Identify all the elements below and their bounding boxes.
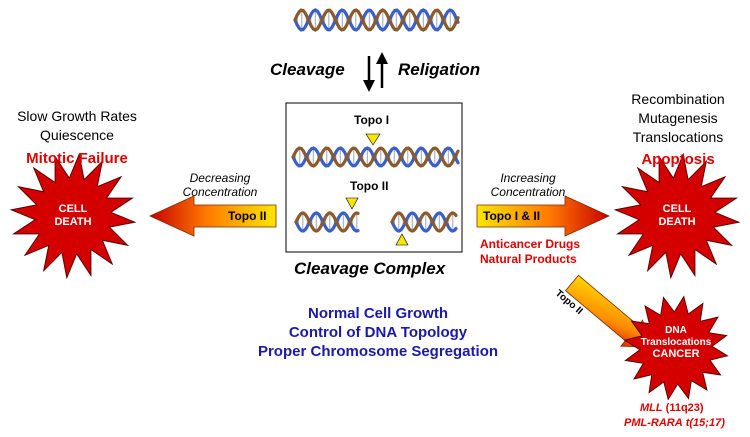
- bottom-text-topology: Control of DNA Topology: [288, 324, 468, 341]
- natural-products-label: Natural Products: [480, 252, 577, 266]
- right-burst-line2: DEATH: [658, 215, 696, 228]
- right-text-apoptosis: Apoptosis: [641, 151, 715, 168]
- burst-right-icon: [613, 152, 741, 280]
- dna-helix-topo2-left: [294, 211, 360, 233]
- dna-helix-top: [293, 8, 460, 32]
- right-arrow: [476, 195, 610, 237]
- burst-left-icon: [9, 152, 137, 280]
- right-burst-line1: CELL: [662, 203, 692, 215]
- gene-pml-rara-label: PML-RARA t(15;17): [624, 417, 725, 430]
- topo1-label: Topo I: [354, 113, 390, 127]
- left-text-quiescence: Quiescence: [40, 127, 114, 143]
- left-text-slow-growth: Slow Growth Rates: [17, 108, 137, 124]
- right-text-recombination: Recombination: [631, 91, 725, 107]
- cancer-burst-line1: DNA: [665, 325, 687, 336]
- left-burst-label: CELL DEATH: [48, 203, 98, 228]
- dna-helix-topo1: [291, 146, 460, 168]
- gene-mll-label: MLL (11q23): [640, 402, 704, 415]
- cleavage-complex-box: [285, 102, 463, 253]
- cancer-burst-line3: CANCER: [652, 348, 700, 360]
- bottom-text-normal-growth: Normal Cell Growth: [307, 305, 449, 322]
- decreasing-label: Decreasing: [189, 171, 251, 185]
- cancer-burst-line2: Translocations: [640, 336, 712, 348]
- dna-helix-topo2-right: [390, 211, 458, 233]
- concentration-label-right: Concentration: [490, 185, 566, 199]
- right-arrow-label: Topo I & II: [483, 209, 541, 223]
- equilibrium-arrows: [363, 52, 388, 92]
- gene-mll-name: MLL: [640, 402, 663, 414]
- topo2-marker-top-icon: [345, 197, 359, 210]
- gene-mll-loc: (11q23): [665, 402, 704, 414]
- concentration-label-left: Concentration: [182, 185, 258, 199]
- topo2-marker-bottom-icon: [395, 233, 409, 246]
- topo2-label: Topo II: [350, 179, 389, 193]
- bottom-text-segregation: Proper Chromosome Segregation: [257, 343, 499, 360]
- right-text-translocations: Translocations: [632, 129, 724, 145]
- left-burst-line1: CELL: [58, 203, 88, 215]
- gene-pml-rara-loc: t(15;17): [685, 417, 725, 429]
- left-arrow: [149, 195, 277, 237]
- anticancer-drugs-label: Anticancer Drugs: [480, 237, 581, 251]
- gene-pml-rara-name: PML-RARA: [624, 417, 683, 429]
- cancer-burst-label: DNA Translocations CANCER: [636, 325, 716, 361]
- cleavage-label: Cleavage: [270, 60, 345, 79]
- right-burst-label: CELL DEATH: [652, 203, 702, 228]
- increasing-label: Increasing: [500, 171, 556, 185]
- left-text-mitotic-failure: Mitotic Failure: [26, 150, 128, 167]
- left-arrow-label: Topo II: [228, 209, 267, 223]
- left-burst-line2: DEATH: [54, 215, 92, 228]
- right-text-mutagenesis: Mutagenesis: [638, 110, 718, 126]
- religation-label: Religation: [398, 60, 481, 79]
- burst-cancer-icon: [623, 295, 729, 401]
- topo1-marker-icon: [365, 133, 381, 146]
- cleavage-complex-label: Cleavage Complex: [294, 259, 446, 278]
